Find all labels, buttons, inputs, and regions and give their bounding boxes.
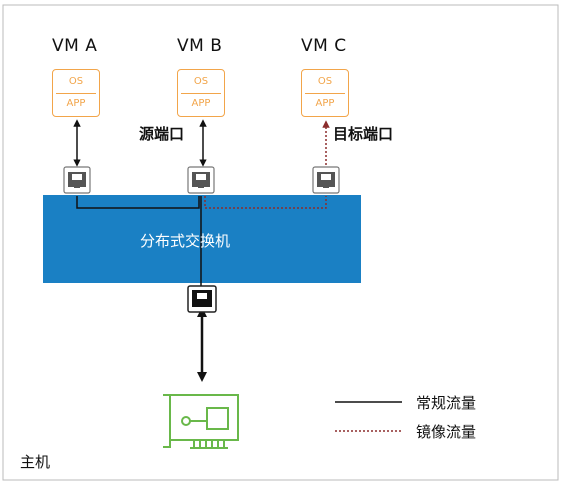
switch-path-a-b [76,196,200,209]
switch-label: 分布式交换机 [140,232,231,250]
host-frame [2,4,559,481]
port-icon-b [187,166,215,194]
host-label: 主机 [20,453,51,471]
target-port-label: 目标端口 [333,125,394,143]
vm-a-os: OS [68,76,84,87]
vm-b-divider [181,93,221,94]
vm-b-os: OS [193,76,209,87]
port-icon-c [312,166,340,194]
vm-a-divider [56,93,96,94]
vm-c-app: APP [315,98,335,109]
source-port-label: 源端口 [139,125,185,143]
vm-c-title: VM C [301,36,347,56]
vm-c-divider [305,93,345,94]
vm-b-app: APP [191,98,211,109]
nic-icon [163,394,239,449]
legend-normal-label: 常规流量 [416,394,477,412]
switch-path-b-c-mirror [204,196,327,209]
vm-b-box[interactable]: OS APP [177,69,225,117]
vm-a-app: APP [66,98,86,109]
uplink-port-icon [187,285,217,313]
vm-a-title: VM A [52,36,98,56]
vm-b-title: VM B [177,36,223,56]
legend-mirror-label: 镜像流量 [416,423,477,441]
port-icon-a [63,166,91,194]
distributed-switch [43,195,361,283]
vm-a-box[interactable]: OS APP [52,69,100,117]
vm-c-box[interactable]: OS APP [301,69,349,117]
vm-c-os: OS [317,76,333,87]
